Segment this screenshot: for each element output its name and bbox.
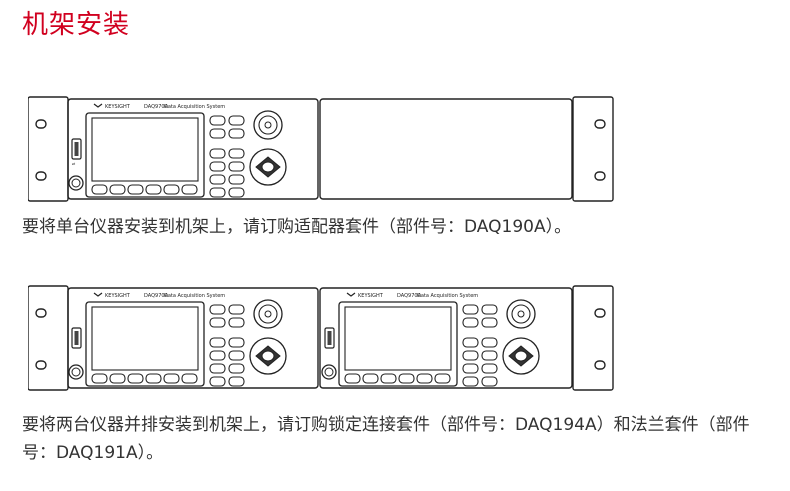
navigation-pad-icon [249,148,287,186]
instrument-front-panel-right: KEYSIGHT DAQ970A Data Acquisition System [321,292,540,387]
brand-label: KEYSIGHT [105,293,131,299]
usb-port-icon [324,327,335,349]
rotary-knob-icon [506,299,536,329]
keypad [209,115,245,198]
single-install-caption: 要将单台仪器安装到机架上，请订购适配器套件（部件号：DAQ190A）。 [22,217,572,237]
ear-hole [35,119,47,129]
keysight-logo-icon [346,292,356,297]
blank-panel [319,98,573,200]
right-rack-ear [572,96,614,202]
power-button-icon [321,364,337,380]
dual-rack-diagram: KEYSIGHT DAQ970A Data Acquisition System [28,285,614,391]
display-screen [91,306,199,371]
power-button-icon [68,364,84,380]
rotary-knob-icon [253,110,283,140]
instrument-front-panel: KEYSIGHT DAQ970A Data Acquisition System… [68,103,287,198]
dual-install-caption: 要将两台仪器并排安装到机架上，请订购锁定连接套件（部件号：DAQ194A）和法兰… [22,415,750,463]
power-button-icon [68,175,84,191]
model-label: DAQ970A [144,104,169,110]
page-title: 机架安装 [22,10,131,40]
product-label: Data Acquisition System [417,293,478,299]
model-label: DAQ970A [397,293,422,299]
brand-label: KEYSIGHT [358,293,384,299]
rotary-knob-icon [253,299,283,329]
instrument-body-right [319,287,573,389]
usb-port-icon [71,327,82,349]
single-rack-diagram: KEYSIGHT DAQ970A Data Acquisition System… [28,96,614,202]
keysight-logo-icon [93,292,103,297]
display-screen [344,306,452,371]
display-bezel [338,301,458,387]
navigation-pad-icon [502,337,540,375]
instrument-body [67,98,319,200]
product-label: Data Acquisition System [164,293,225,299]
navigation-pad-icon [249,337,287,375]
keypad [209,304,245,387]
right-rack-ear [572,285,614,391]
softkey-row [344,373,451,384]
instrument-body-left [67,287,319,389]
ear-hole [594,119,606,129]
model-label: DAQ970A [144,293,169,299]
left-rack-ear [28,96,69,202]
instrument-front-panel-left: KEYSIGHT DAQ970A Data Acquisition System [68,292,287,387]
ear-hole [594,308,606,318]
display-screen [91,117,199,182]
ear-hole [594,360,606,370]
keysight-logo-icon [93,103,103,108]
usb-port-icon [71,138,82,160]
left-rack-ear [28,285,69,391]
keypad [462,304,498,387]
softkey-row [91,373,198,384]
ear-hole [35,308,47,318]
ear-hole [594,171,606,181]
ear-hole [35,360,47,370]
product-label: Data Acquisition System [164,104,225,110]
brand-label: KEYSIGHT [105,104,131,110]
svg-text:⇌: ⇌ [72,161,76,166]
display-bezel [85,301,205,387]
ear-hole [35,171,47,181]
display-bezel [85,112,205,198]
softkey-row [91,184,198,195]
